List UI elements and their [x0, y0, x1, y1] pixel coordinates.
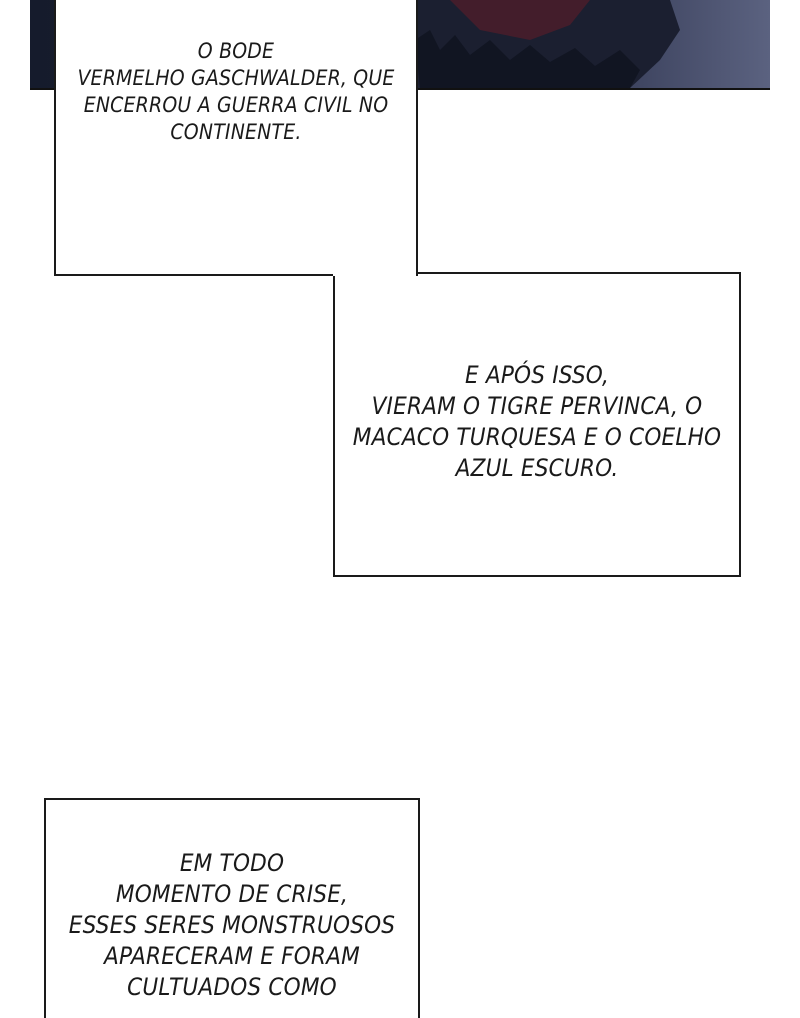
caption-1-line: O BODE [197, 39, 275, 63]
caption-1-line: VERMELHO GASCHWALDER, QUE [77, 66, 395, 90]
caption-box-1: O BODE VERMELHO GASCHWALDER, QUE ENCERRO… [54, 0, 418, 276]
caption-3-line: MOMENTO DE CRISE, [115, 880, 349, 908]
fur-trim-shape [415, 30, 640, 88]
red-garment-shape [450, 0, 590, 40]
caption-1-line: ENCERROU A GUERRA CIVIL NO [83, 93, 389, 117]
caption-2-line: AZUL ESCURO. [455, 454, 619, 482]
caption-box-2: E APÓS ISSO, VIERAM O TIGRE PERVINCA, O … [333, 272, 741, 577]
caption-3-line: CULTUADOS COMO [127, 973, 337, 1001]
caption-1-line: CONTINENTE. [170, 120, 302, 144]
caption-2-line: VIERAM O TIGRE PERVINCA, O [371, 392, 703, 420]
caption-3-line: ESSES SERES MONSTRUOSOS [68, 911, 396, 939]
character-silhouette [400, 0, 680, 88]
caption-2-line: MACACO TURQUESA E O COELHO [352, 423, 722, 451]
caption-3-line: APARECERAM E FORAM [104, 942, 360, 970]
caption-box-3: EM TODO MOMENTO DE CRISE, ESSES SERES MO… [44, 798, 420, 1018]
caption-join [333, 272, 416, 276]
caption-3-line: EM TODO [179, 849, 285, 877]
caption-2-line: E APÓS ISSO, [464, 361, 610, 389]
